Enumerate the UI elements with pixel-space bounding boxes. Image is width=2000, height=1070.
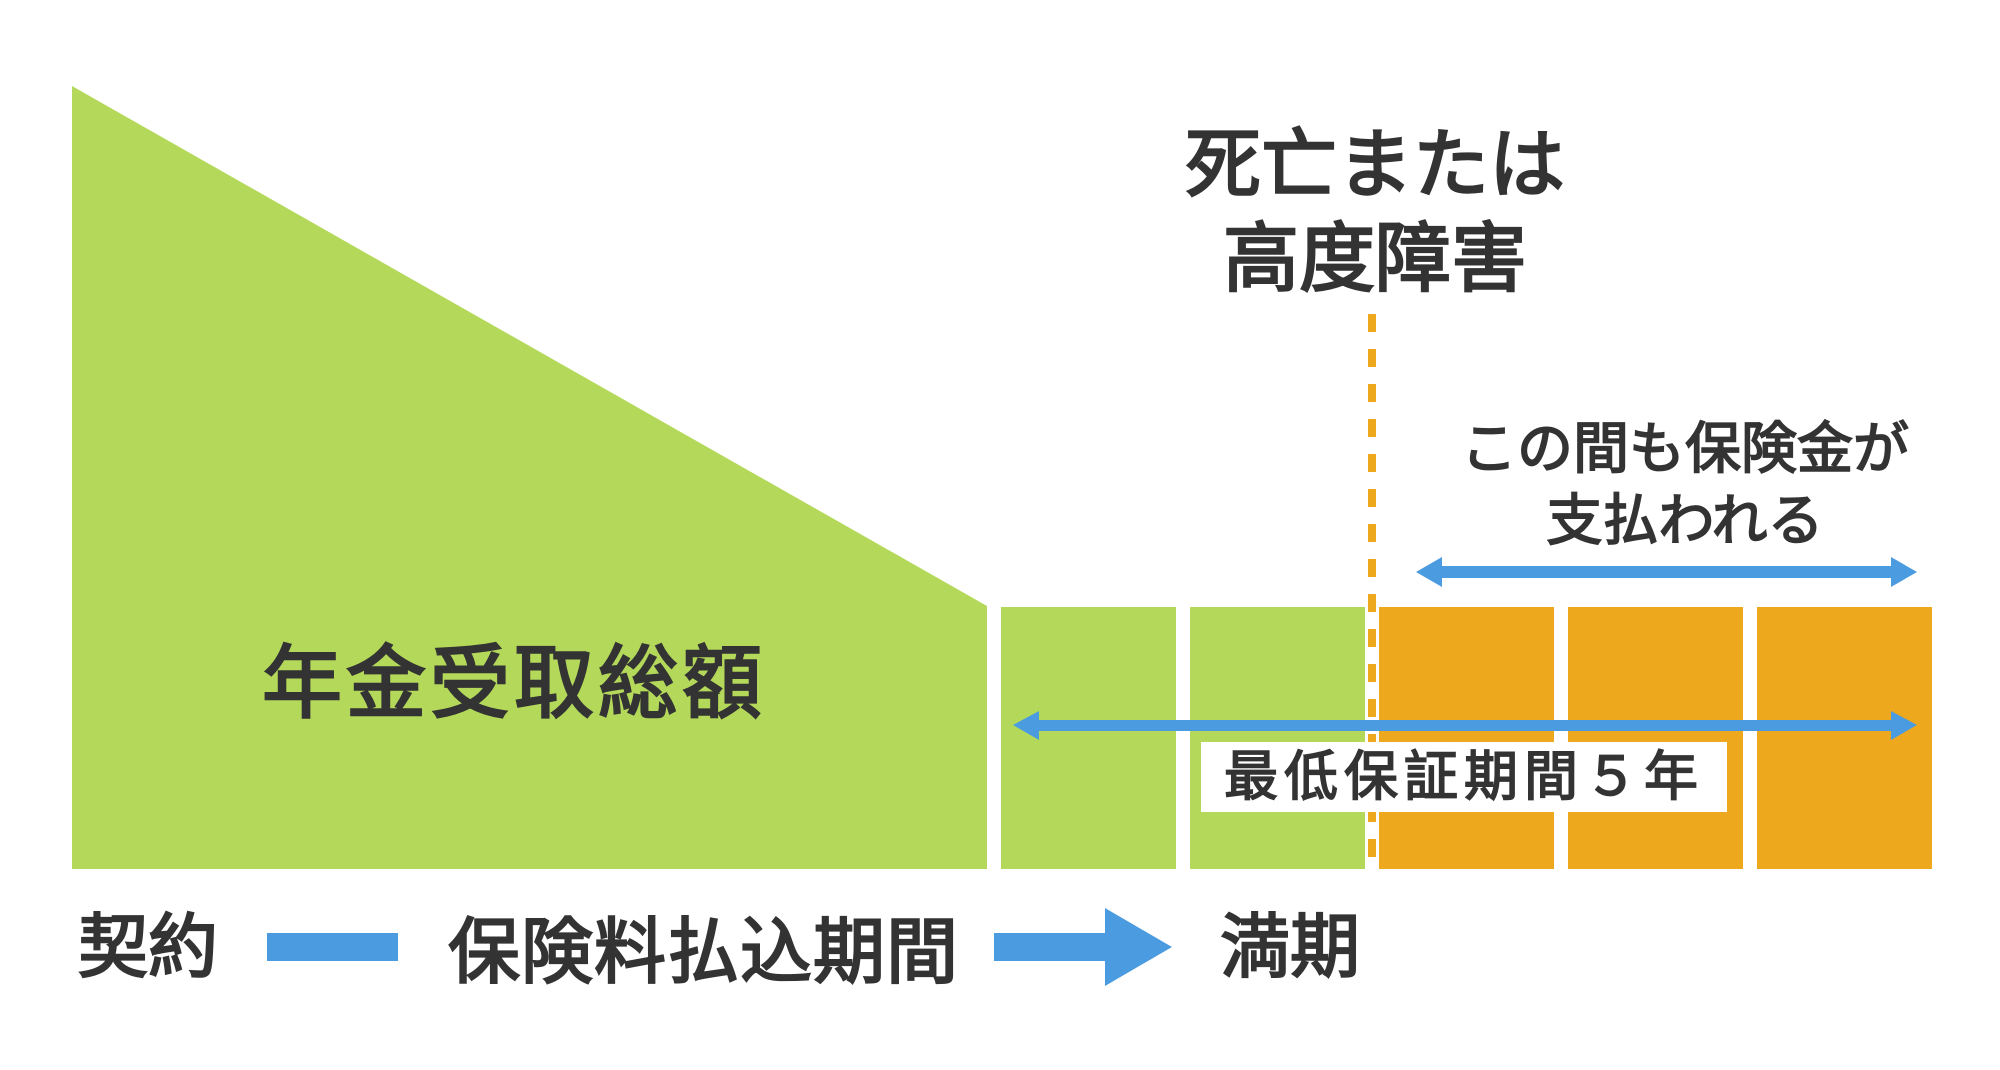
guarantee-year-block-received — [1190, 607, 1365, 869]
arrow-head-right — [1891, 711, 1917, 740]
arrow-shaft — [1440, 566, 1893, 578]
annuity-total-area — [72, 86, 987, 869]
arrow-head-left — [1416, 557, 1442, 587]
minimum-guarantee-label: 最低保証期間５年 — [1224, 745, 1704, 808]
death-or-disability-label: 死亡または 高度障害 — [1180, 118, 1570, 306]
benefit-paid-line2: 支払われる — [1546, 489, 1824, 554]
annuity-total-label: 年金受取総額 — [262, 637, 766, 730]
guarantee-year-block-paid — [1757, 607, 1932, 869]
timeline-right-arrow-icon — [994, 908, 1172, 986]
timeline-start-label: 契約 — [78, 906, 218, 988]
minimum-guarantee-double-arrow — [1013, 711, 1917, 740]
event-label-line2: 高度障害 — [1223, 214, 1527, 303]
arrow-shaft — [994, 933, 1106, 961]
guarantee-year-blocks — [1001, 607, 1932, 869]
arrow-shaft — [1036, 720, 1894, 731]
benefit-paid-label: この間も保険金が 支払われる — [1440, 414, 1930, 558]
timeline-connector-bar — [267, 933, 398, 961]
event-label-line1: 死亡または — [1185, 120, 1565, 209]
timeline-end-label: 満期 — [1220, 906, 1360, 988]
benefit-period-double-arrow — [1416, 557, 1917, 587]
arrow-head — [1105, 908, 1172, 986]
minimum-guarantee-label-box: 最低保証期間５年 — [1201, 742, 1727, 812]
benefit-paid-line1: この間も保険金が — [1461, 417, 1909, 482]
guarantee-year-block-paid — [1568, 607, 1743, 869]
timeline-premium-period-label: 保険料払込期間 — [448, 910, 960, 994]
arrow-head-right — [1891, 557, 1917, 587]
guarantee-year-block-paid — [1379, 607, 1554, 869]
guarantee-year-block-received — [1001, 607, 1176, 869]
arrow-head-left — [1013, 711, 1039, 740]
